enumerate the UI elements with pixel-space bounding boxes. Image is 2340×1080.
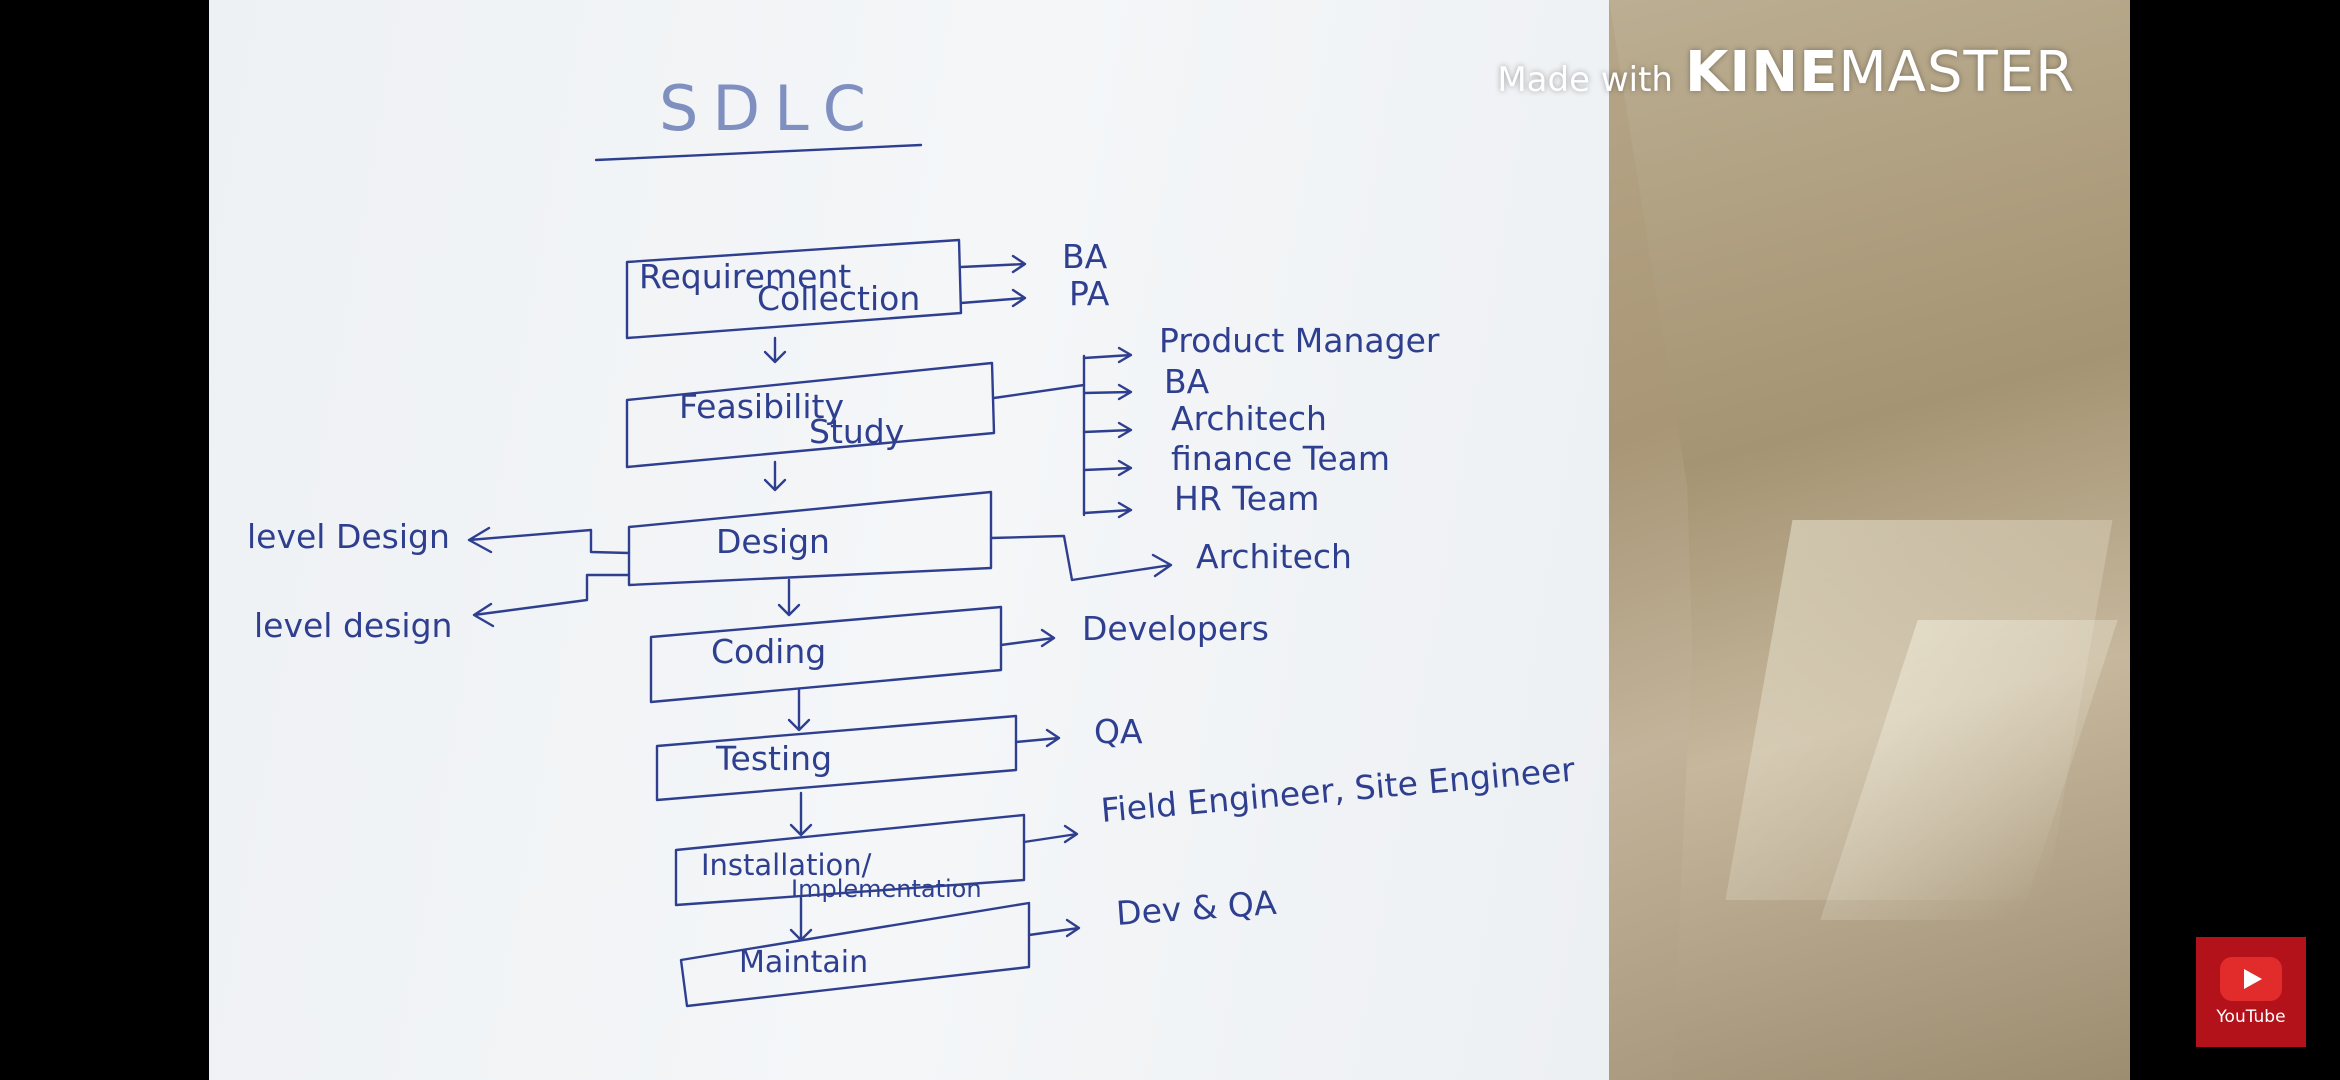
role-finance-team: finance Team xyxy=(1171,439,1390,478)
flow-arrows xyxy=(763,336,813,942)
role-architech-feasibility: Architech xyxy=(1171,399,1327,438)
box-feasibility xyxy=(625,361,996,469)
role-dev-qa: Dev & QA xyxy=(1115,883,1278,933)
phase-installation-line2: Implementation xyxy=(791,875,982,903)
design-left-arrow-bottom xyxy=(472,573,631,628)
role-hr-team: HR Team xyxy=(1174,479,1319,518)
box-requirement xyxy=(625,238,963,340)
design-left-arrow-top xyxy=(467,526,631,555)
kinemaster-watermark: Made with KINEMASTER xyxy=(1497,40,2075,105)
watermark-prefix: Made with xyxy=(1497,60,1673,100)
background-wall xyxy=(1609,0,2130,1080)
youtube-play-icon xyxy=(2220,957,2282,1001)
testing-arrow xyxy=(1014,728,1061,748)
phase-design: Design xyxy=(716,522,830,561)
sdlc-diagram: SDLC Requirement Collection Feasibility … xyxy=(247,72,1577,1008)
youtube-label: YouTube xyxy=(2216,1007,2286,1027)
role-developers: Developers xyxy=(1082,609,1269,648)
role-field-engineer: Field Engineer, Site Engineer xyxy=(1099,750,1576,830)
role-ba: BA xyxy=(1062,237,1108,276)
phase-feasibility-line1: Feasibility xyxy=(679,387,844,426)
label-level-design-bottom: level design xyxy=(254,606,452,645)
phase-maintain: Maintain xyxy=(739,945,868,980)
box-installation xyxy=(674,813,1026,907)
role-qa: QA xyxy=(1094,712,1143,751)
phase-requirement-line2: Collection xyxy=(757,279,920,318)
maintain-arrow xyxy=(1027,918,1081,938)
coding-arrow xyxy=(999,628,1056,648)
title-underline xyxy=(594,143,923,162)
installation-arrow xyxy=(1022,824,1079,844)
watermark-brand: KINEMASTER xyxy=(1684,40,2075,105)
box-testing xyxy=(655,714,1018,802)
youtube-button[interactable]: YouTube xyxy=(2196,937,2306,1047)
role-architech-design: Architech xyxy=(1196,537,1352,576)
phase-coding: Coding xyxy=(711,632,826,671)
phase-feasibility-line2: Study xyxy=(809,412,904,451)
phase-requirement-line1: Requirement xyxy=(639,257,851,296)
role-product-manager: Product Manager xyxy=(1159,321,1440,360)
box-design xyxy=(627,490,993,587)
label-level-design-top: level Design xyxy=(247,517,450,556)
box-coding xyxy=(649,605,1003,704)
feasibility-arrows xyxy=(992,346,1133,519)
role-pa: PA xyxy=(1069,274,1110,313)
box-maintain xyxy=(679,901,1031,1008)
phase-testing: Testing xyxy=(715,739,832,778)
requirement-arrows xyxy=(959,254,1027,308)
diagram-title: SDLC xyxy=(659,72,880,145)
role-ba-feasibility: BA xyxy=(1164,362,1210,401)
design-arrow xyxy=(989,534,1173,582)
video-player[interactable]: SDLC Requirement Collection Feasibility … xyxy=(209,0,2130,1080)
phase-installation-line1: Installation/ xyxy=(701,848,872,882)
